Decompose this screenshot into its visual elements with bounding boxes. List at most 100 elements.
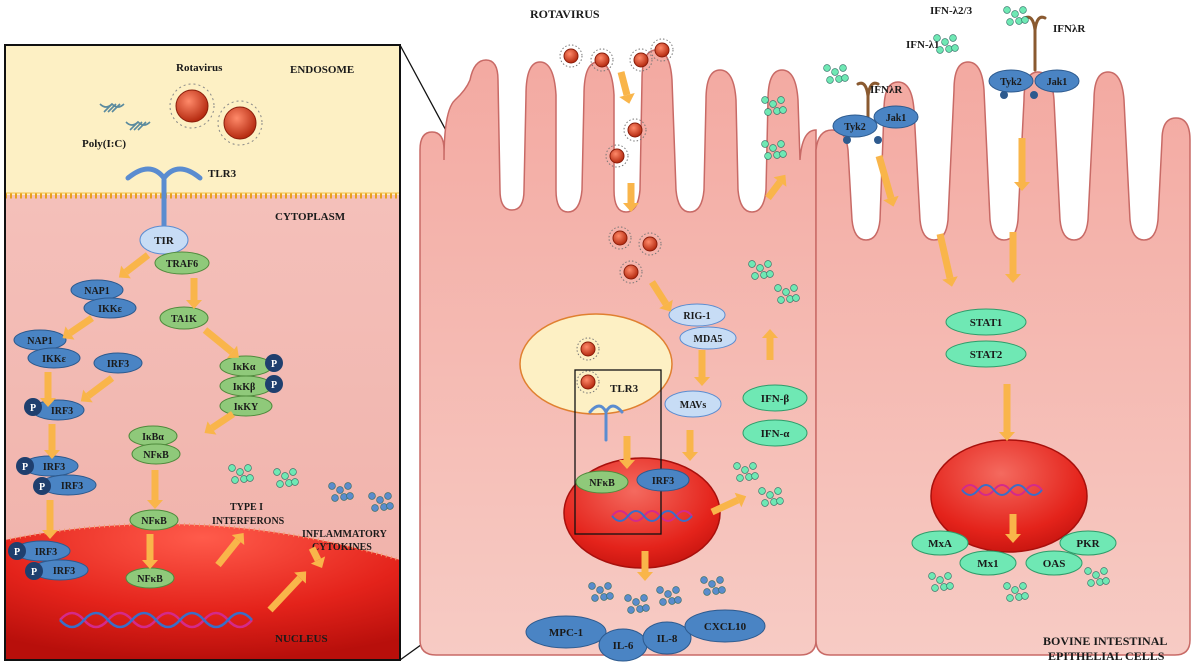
pkr-node <box>1059 530 1117 556</box>
nucleus-region <box>5 524 400 660</box>
irf3-dimer-b-label: IRF3 <box>61 481 83 492</box>
cell-1-rig1 <box>668 303 726 327</box>
molecule-cluster-2 <box>273 468 299 488</box>
polyic-strands <box>99 102 151 131</box>
nfkb-label-3: NFκB <box>137 574 163 585</box>
cell-1-cxcl10-label: CXCL10 <box>704 621 747 633</box>
molecule-cluster-9 <box>733 462 759 482</box>
inflammatory-label-1: INFLAMMATORY <box>302 529 388 540</box>
pathway-arrow-3 <box>202 327 235 355</box>
stat2-node <box>945 340 1027 368</box>
virus-halo-4 <box>650 38 674 62</box>
virus-halo-9 <box>619 260 643 284</box>
pathway-arrowhead-14 <box>310 556 326 569</box>
inset-tlr3-receptor <box>125 166 203 233</box>
pathway-arrowhead-13 <box>294 571 307 584</box>
rotavirus-particle-3 <box>633 52 649 68</box>
cell-1-dna <box>611 510 693 522</box>
stat1-node <box>945 308 1027 336</box>
cell-1-zoom-box <box>574 369 662 535</box>
phospho-p-3: P <box>39 482 45 493</box>
molecule-cluster-18 <box>928 572 954 592</box>
cell-1-mda5-label: MDA5 <box>694 334 723 345</box>
molecule-cluster-19 <box>1003 582 1029 602</box>
phospho-dot-b2 <box>1030 91 1038 99</box>
cell-1-mpc1 <box>525 615 607 649</box>
ikky-node <box>219 395 273 417</box>
pathway-arrow-13 <box>267 575 303 613</box>
ikke-node-2 <box>27 347 81 369</box>
cell-1-irf3 <box>636 468 690 492</box>
mxa-label: MxA <box>928 538 952 550</box>
inset-panel: ENDOSOME CYTOPLASM NUCLEUS Rotavirus Pol… <box>4 44 401 661</box>
nfkb-node-1 <box>131 443 181 465</box>
phospho-badge-6 <box>265 354 283 372</box>
jak1-node-b <box>1034 69 1080 93</box>
nap1-label-2: NAP1 <box>27 336 53 347</box>
cell-1-rig1-label: RIG-1 <box>683 311 710 322</box>
phospho-p-5: P <box>31 567 37 578</box>
virus-halo-7 <box>608 226 632 250</box>
pathway-arrow-12 <box>215 537 241 568</box>
pathway-arrow-15 <box>617 71 631 96</box>
virus-halo-1 <box>559 44 583 68</box>
clusters-layer <box>228 6 1110 614</box>
ta1k-node <box>159 306 209 330</box>
phospho-p-1: P <box>30 403 36 414</box>
pathway-arrowhead-12 <box>231 532 245 545</box>
virus-halo-6 <box>605 144 629 168</box>
pathway-arrowhead-27 <box>1014 182 1030 191</box>
irf3-dimer-a-label: IRF3 <box>43 462 65 473</box>
cell-1-ifna <box>742 419 808 447</box>
cell-1-tlr3-receptor <box>588 404 624 442</box>
tyk2-node-b <box>988 69 1034 93</box>
pathway-arrowhead-21 <box>637 572 653 581</box>
pathway-arrowhead-29 <box>999 432 1015 441</box>
tir-node <box>139 225 189 255</box>
caption-line-1: BOVINE INTESTINAL <box>1043 634 1167 648</box>
traf6-node <box>154 251 210 275</box>
rotavirus-title: ROTAVIRUS <box>530 7 600 21</box>
inset-dna-helix <box>59 611 253 629</box>
cell-1-il6-label: IL-6 <box>613 640 634 652</box>
molecule-cluster-4 <box>368 492 394 512</box>
molecule-cluster-1 <box>228 464 254 484</box>
mxa-node <box>911 530 969 556</box>
rotavirus-particle-11 <box>580 374 596 390</box>
phospho-badge-1 <box>24 398 42 416</box>
pathway-arrowhead-1 <box>118 265 131 279</box>
cytoplasm-label: CYTOPLASM <box>275 211 346 223</box>
ifn-l23-label: IFN-λ2/3 <box>930 5 973 17</box>
cell-1-ifna-label: IFN-α <box>761 428 791 440</box>
pathway-arrowhead-10 <box>142 560 158 569</box>
nucleus-label: NUCLEUS <box>275 633 328 645</box>
molecule-cluster-10 <box>758 487 784 507</box>
pathway-arrowhead-25 <box>883 195 899 207</box>
molecule-cluster-6 <box>761 140 787 160</box>
phospho-p-4: P <box>14 547 20 558</box>
molecule-cluster-20 <box>1084 567 1110 587</box>
pathway-arrowhead-17 <box>659 299 673 312</box>
cell-2-nucleus <box>930 439 1088 553</box>
cell-1-il8 <box>642 621 692 655</box>
tyk2-node-a <box>832 114 878 138</box>
stat1-label: STAT1 <box>970 317 1003 329</box>
cell-1-tlr3-label: TLR3 <box>610 383 639 395</box>
cell-1-il8-label: IL-8 <box>657 633 678 645</box>
ikkb-label: IκKβ <box>233 382 256 393</box>
mx1-label: Mx1 <box>977 558 998 570</box>
pathway-arrowhead-6 <box>80 389 93 403</box>
type-i-ifn-label-1: TYPE I <box>230 502 263 513</box>
nfkb-node-2 <box>129 509 179 531</box>
oas-label: OAS <box>1043 558 1066 570</box>
pkr-label: PKR <box>1076 538 1100 550</box>
nfkb-label-1: NFκB <box>143 450 169 461</box>
cell-1-nfkb <box>575 470 629 494</box>
pathway-arrowhead-26 <box>942 276 958 287</box>
ifn-l1-label: IFN-λ1 <box>906 39 940 51</box>
oas-node <box>1025 550 1083 576</box>
inset-tlr3-label: TLR3 <box>208 168 237 180</box>
polyic-label: Poly(I:C) <box>82 138 126 150</box>
nap1-label-top: NAP1 <box>84 286 110 297</box>
molecule-cluster-15 <box>823 64 849 84</box>
